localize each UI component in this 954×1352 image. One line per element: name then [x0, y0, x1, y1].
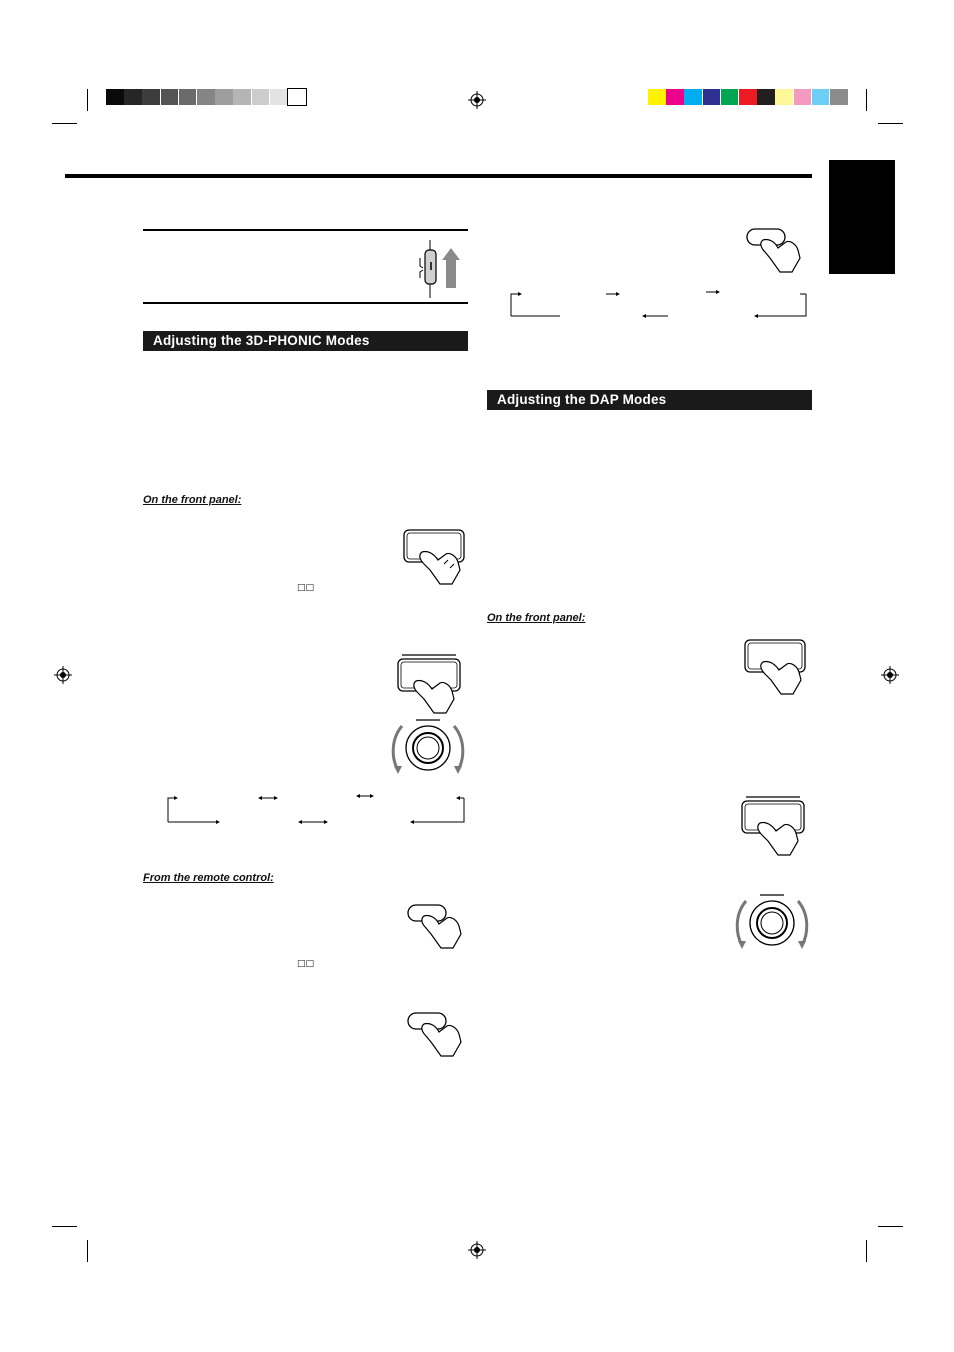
subhead-remote-control: From the remote control: — [143, 872, 274, 884]
language-tab — [829, 160, 895, 274]
slide-switch-icon — [419, 240, 460, 298]
crop-mark — [866, 1240, 867, 1262]
crop-mark — [52, 1226, 77, 1227]
color-swatch — [160, 89, 179, 105]
front-panel-button-icon — [403, 529, 465, 585]
color-swatch — [251, 89, 270, 105]
color-swatch — [106, 89, 124, 105]
control-knob-icon — [391, 719, 465, 774]
crop-mark — [52, 123, 77, 124]
color-swatch — [233, 89, 252, 105]
color-swatch — [702, 89, 721, 105]
note-box-bottom-rule — [143, 302, 468, 304]
mode-cycle-diagram — [510, 290, 807, 318]
color-swatch — [757, 89, 775, 105]
dolby-mark-icon: □□ — [297, 959, 315, 969]
note-box-top-rule — [143, 229, 468, 231]
mode-cycle-diagram — [167, 794, 465, 824]
color-swatch — [684, 89, 703, 105]
color-swatch — [124, 89, 142, 105]
color-swatch — [830, 89, 848, 105]
color-swatch — [215, 89, 233, 105]
color-swatch — [269, 89, 288, 105]
color-swatch — [775, 89, 794, 105]
crop-mark — [87, 89, 88, 111]
color-swatch — [178, 89, 197, 105]
color-swatch — [720, 89, 739, 105]
subhead-front-panel: On the front panel: — [143, 494, 242, 506]
front-panel-button-icon — [397, 654, 461, 714]
color-swatch — [648, 89, 666, 105]
crop-mark — [878, 123, 903, 124]
crop-mark — [87, 1240, 88, 1262]
header-rule — [65, 174, 812, 178]
crop-mark — [878, 1226, 903, 1227]
registration-mark-icon — [54, 666, 72, 684]
remote-button-icon — [746, 228, 801, 273]
section-heading-dap: Adjusting the DAP Modes — [487, 390, 812, 410]
color-swatch — [666, 89, 684, 105]
color-swatch — [197, 89, 215, 105]
color-swatch — [739, 89, 757, 105]
color-swatch — [287, 88, 307, 106]
front-panel-button-icon — [741, 796, 805, 856]
section-heading-3d-phonic: Adjusting the 3D-PHONIC Modes — [143, 331, 468, 351]
remote-button-icon — [407, 904, 462, 949]
front-panel-button-icon — [744, 639, 806, 695]
control-knob-icon — [735, 894, 809, 949]
subhead-front-panel: On the front panel: — [487, 612, 586, 624]
crop-mark — [866, 89, 867, 111]
color-swatch — [811, 89, 830, 105]
color-swatch — [793, 89, 812, 105]
dolby-mark-icon: □□ — [297, 583, 315, 593]
registration-mark-icon — [468, 91, 486, 109]
registration-mark-icon — [468, 1241, 486, 1259]
remote-button-icon — [407, 1012, 462, 1057]
registration-mark-icon — [881, 666, 899, 684]
color-swatch — [142, 89, 161, 105]
